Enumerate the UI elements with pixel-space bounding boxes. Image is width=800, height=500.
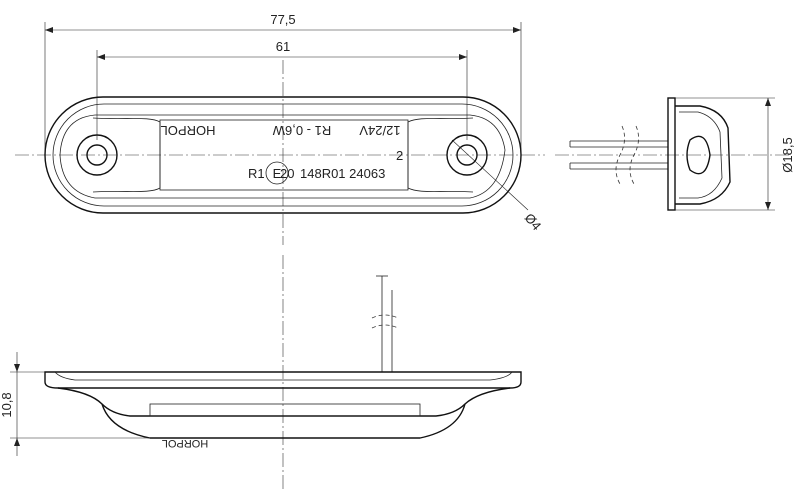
approval-circle [265, 161, 289, 185]
profile-wire-break-bottom [371, 324, 399, 329]
approval-code: 20 [280, 166, 294, 181]
profile-bottom-marking: HORPOL [162, 437, 208, 449]
right-mounting-hole [456, 144, 478, 166]
side-base-plate [667, 97, 676, 211]
profile-lens [101, 403, 466, 439]
front-view: HORPOL R1 - 0,6W 12/24V R1 E 20 148R01 2… [15, 12, 545, 245]
side-view: Ø18,5 [555, 97, 795, 211]
approval-prefix: R1 [248, 166, 265, 181]
profile-body-upper [57, 387, 511, 417]
overall-length-label: 77,5 [270, 12, 295, 27]
approval-circle-letter: E [273, 166, 282, 181]
lens-window [159, 119, 409, 191]
wire-break-right [629, 125, 639, 185]
approval-number: 148R01 24063 [300, 166, 385, 181]
side-height-label: Ø18,5 [780, 137, 795, 172]
profile-flange-inner [54, 371, 513, 381]
wire-break-left [615, 125, 625, 185]
side-inner-profile [679, 111, 723, 199]
side-housing-profile [675, 105, 731, 205]
profile-view: HORPOL 10,8 [0, 255, 522, 490]
profile-lens-window [149, 403, 421, 417]
power-marking: R1 - 0,6W [272, 123, 331, 138]
lens-rim [59, 114, 506, 199]
left-mounting-hole [86, 144, 108, 166]
side-lens [686, 135, 711, 175]
hole-diameter-leader [451, 139, 529, 211]
position-number: 2 [396, 148, 403, 163]
hole-spacing-label: 61 [276, 39, 290, 54]
brand-marking: HORPOL [161, 123, 216, 138]
hole-diameter-label: Ø4 [522, 210, 545, 233]
profile-height-label: 10,8 [0, 392, 14, 417]
housing-outline [44, 96, 522, 214]
housing-inner-outline [52, 103, 514, 207]
profile-wire-break-top [371, 314, 399, 319]
voltage-marking: 12/24V [359, 123, 401, 138]
